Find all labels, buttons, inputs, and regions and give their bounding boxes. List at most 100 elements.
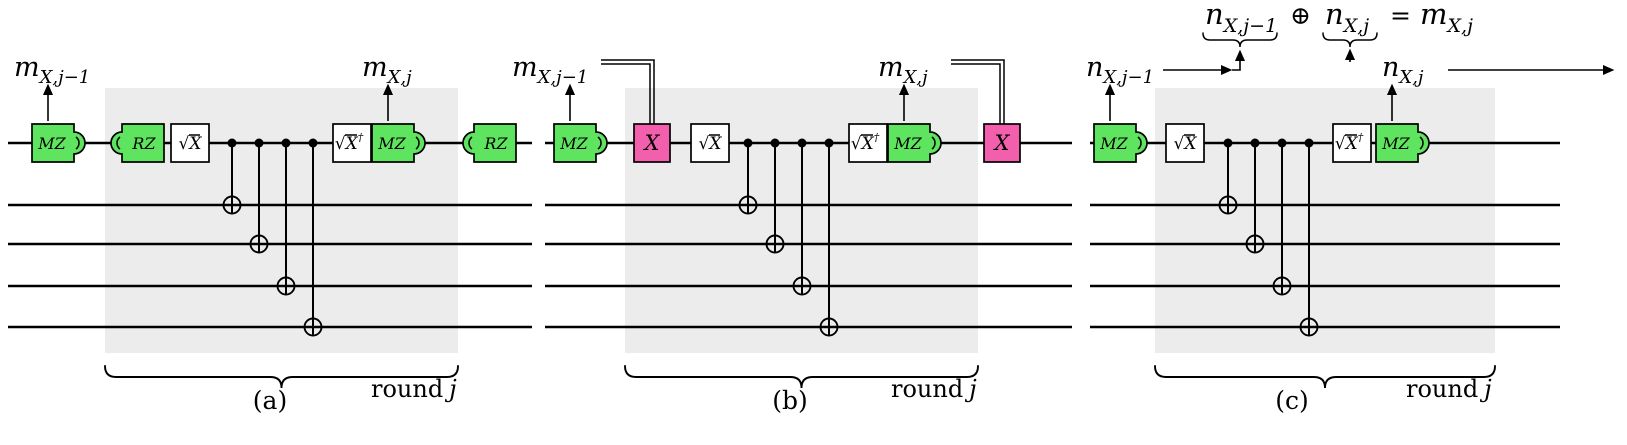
control-dot xyxy=(281,138,291,148)
panel-a: MZ RZ √X √X† MZ RZ mX,j−1 xyxy=(8,52,532,415)
control-dot xyxy=(1250,138,1260,148)
cnot-target xyxy=(1218,195,1238,215)
control-dot xyxy=(227,138,237,148)
control-dot xyxy=(254,138,264,148)
rz-gate: RZ xyxy=(462,123,517,163)
sqrt-x-gate-body xyxy=(170,123,210,163)
formula-term2: nX,j xyxy=(1325,0,1369,37)
sqrt-x-dagger-gate: √X† xyxy=(1332,123,1372,163)
cnot-target xyxy=(249,234,269,254)
x-gate: X xyxy=(983,123,1021,163)
reset-arc-icon xyxy=(468,136,473,150)
n-prev-to-formula-arrow xyxy=(1232,49,1246,71)
label-n-cur: nX,j xyxy=(1382,52,1424,88)
mz-gate-body xyxy=(553,123,608,163)
sqrt-x-gate: √X xyxy=(690,123,730,163)
sqrt-x-dagger-gate-body xyxy=(1332,123,1372,163)
cnot-target xyxy=(222,195,242,215)
mz-gate-body xyxy=(31,123,86,163)
sqrt-x-dagger-gate-label: √X† xyxy=(335,131,364,154)
control-dot xyxy=(797,138,807,148)
formula-equals: = xyxy=(1390,1,1411,30)
cnot-target xyxy=(1299,317,1319,337)
sqrt-x-gate-label: √X xyxy=(1174,134,1198,154)
round-region xyxy=(1155,88,1495,353)
control-dot xyxy=(743,138,753,148)
sqrt-x-gate-body xyxy=(690,123,730,163)
classical-wire xyxy=(601,63,651,124)
mz-gate-label: MZ xyxy=(37,134,66,153)
mz-gate-label: MZ xyxy=(559,134,588,153)
control-dot xyxy=(1223,138,1233,148)
label-m-prev: mX,j−1 xyxy=(14,52,90,88)
label-m-cur: mX,j xyxy=(362,52,412,88)
mz-gate-label: MZ xyxy=(377,134,406,153)
panel-c: MZ √X √X† MZ nX,j−1 nX,j nX,j−1 ⊕ xyxy=(1086,0,1615,415)
cnot-target xyxy=(276,276,296,296)
sqrt-x-dagger-gate: √X† xyxy=(848,123,888,163)
sqrt-x-gate-label: √X xyxy=(179,134,203,154)
control-dot xyxy=(770,138,780,148)
round-brace xyxy=(104,365,459,389)
meter-arc-icon xyxy=(597,136,602,150)
rz-gate-body xyxy=(462,123,517,163)
sqrt-x-gate-label: √X xyxy=(699,134,723,154)
x-gate-body xyxy=(983,123,1021,163)
panel-caption-a: (a) xyxy=(253,386,287,415)
panel-b: MZ X √X √X† MZ X mX,j−1 mX,j xyxy=(512,52,1072,415)
meter-arc-icon xyxy=(1419,136,1424,150)
sqrt-x-dagger-gate-body xyxy=(332,123,372,163)
x-gate-body xyxy=(633,123,671,163)
classical-wire xyxy=(951,59,1005,124)
mz-gate: MZ xyxy=(553,123,608,163)
sqrt-x-dagger-gate-label: √X† xyxy=(851,131,880,154)
cnot-target xyxy=(819,317,839,337)
label-n-prev: nX,j−1 xyxy=(1086,52,1154,88)
sqrt-x-dagger-gate-body xyxy=(848,123,888,163)
control-dot xyxy=(1277,138,1287,148)
mz-gate-body xyxy=(1375,123,1430,163)
panel-caption-c: (c) xyxy=(1275,386,1309,415)
mz-gate: MZ xyxy=(1093,123,1148,163)
mz-gate: MZ xyxy=(31,123,86,163)
meter-arc-icon xyxy=(415,136,420,150)
rz-gate-label: RZ xyxy=(483,134,508,153)
cnot-target xyxy=(738,195,758,215)
meter-arc-icon xyxy=(75,136,80,150)
sqrt-x-dagger-gate-label: √X† xyxy=(1335,131,1364,154)
reset-arc-icon xyxy=(116,136,121,150)
cnot-target xyxy=(1272,276,1292,296)
formula-result: mX,j xyxy=(1420,0,1473,37)
round-brace xyxy=(1154,365,1496,389)
rz-gate: RZ xyxy=(110,123,165,163)
cnot-target xyxy=(765,234,785,254)
mz-gate: MZ xyxy=(371,123,426,163)
x-gate-label: X xyxy=(993,131,1011,155)
control-dot xyxy=(1304,138,1314,148)
mz-gate-label: MZ xyxy=(1099,134,1128,153)
cnot-target xyxy=(792,276,812,296)
mz-gate-body xyxy=(371,123,426,163)
mz-gate: MZ xyxy=(1375,123,1430,163)
sqrt-x-gate: √X xyxy=(1165,123,1205,163)
meter-arc-icon xyxy=(931,136,936,150)
x-gate-label: X xyxy=(643,131,661,155)
meter-arc-icon xyxy=(1137,136,1142,150)
round-brace xyxy=(624,365,979,389)
panel-caption-b: (b) xyxy=(772,386,808,415)
label-m-prev: mX,j−1 xyxy=(512,52,588,88)
underbrace-term1 xyxy=(1202,32,1278,48)
sqrt-x-gate: √X xyxy=(170,123,210,163)
classical-wire xyxy=(601,59,655,124)
mz-gate-body xyxy=(887,123,942,163)
sqrt-x-gate-body xyxy=(1165,123,1205,163)
xor-formula: nX,j−1 ⊕ nX,j = mX,j xyxy=(1202,0,1473,48)
cnot-target xyxy=(1245,234,1265,254)
underbrace-term2 xyxy=(1322,32,1378,48)
rz-gate-body xyxy=(110,123,165,163)
